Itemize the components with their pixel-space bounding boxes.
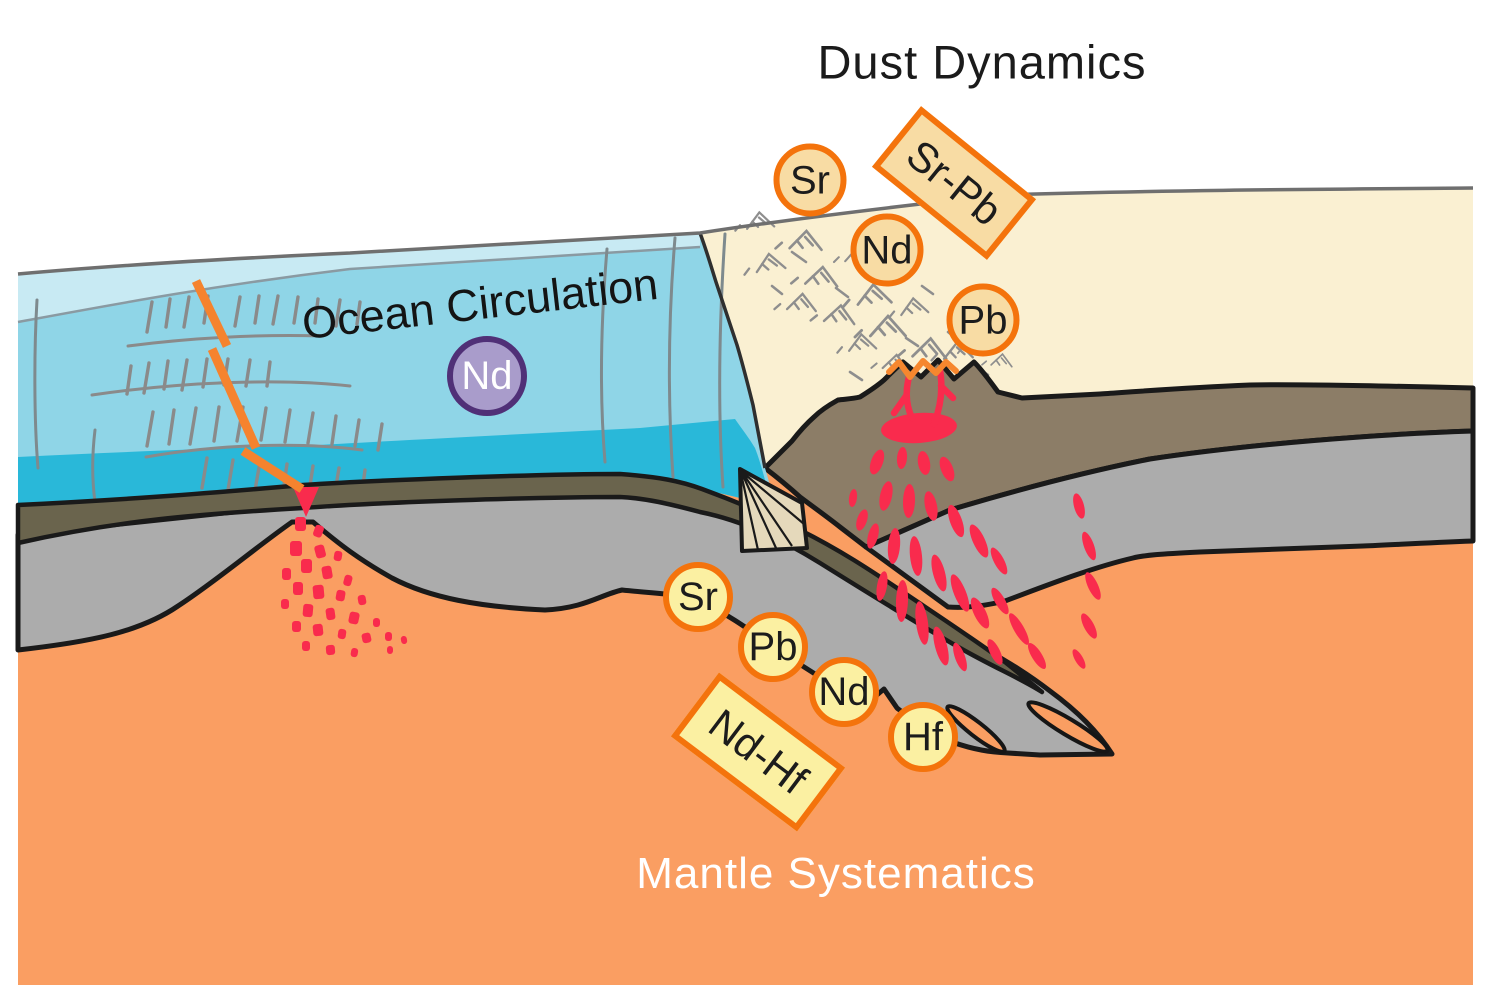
dust-dynamics-title: Dust Dynamics xyxy=(817,35,1147,89)
volcano-conduits xyxy=(890,366,957,428)
ridge-melt-dots xyxy=(281,517,408,658)
arc-volcano-magma xyxy=(848,358,1101,672)
ocean-surface-strip xyxy=(18,233,700,322)
mantle-tracer-nd-chip: Nd xyxy=(809,657,879,727)
surface-line xyxy=(17,186,1474,276)
slab-tip-cracks xyxy=(945,700,1110,754)
dust-tracer-nd-chip: Nd xyxy=(850,213,924,287)
mantle-tracer-pb-chip: Pb xyxy=(738,612,808,682)
continental-lithosphere-region xyxy=(863,428,1476,610)
ocean-detail-lines xyxy=(33,232,727,504)
deep-ocean-region xyxy=(18,419,776,508)
ridge-eruption-triangle xyxy=(293,487,319,517)
coastline xyxy=(698,232,767,469)
mantle-systematics-title: Mantle Systematics xyxy=(636,849,1036,898)
crater-rim xyxy=(886,358,959,380)
ridge-dike-line xyxy=(191,279,305,493)
mantle-tracer-sr-chip: Sr xyxy=(663,562,733,632)
accretionary-wedge xyxy=(738,467,809,553)
ocean-tracer-nd-chip: Nd xyxy=(447,336,527,416)
mantle-tracer-hf-chip: Hf xyxy=(888,702,958,772)
dust-tracer-pb-chip: Pb xyxy=(946,283,1020,357)
surface-strip-boundary-line xyxy=(17,245,701,324)
dust-tracer-sr-chip: Sr xyxy=(773,143,847,217)
